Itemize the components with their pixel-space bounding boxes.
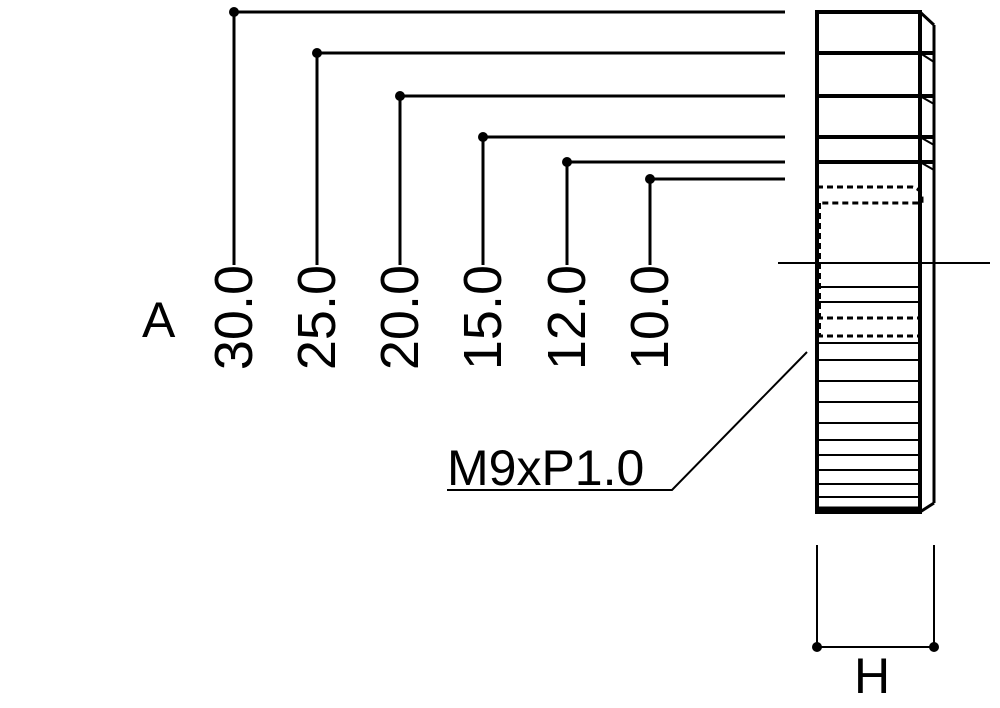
- dimension-label-20: 20.0: [370, 265, 430, 370]
- height-dimension: [816, 545, 935, 648]
- height-label: H: [854, 648, 890, 703]
- axis-label-a: A: [142, 292, 176, 348]
- leader-15: [481, 135, 785, 265]
- thread-label: M9xP1.0: [447, 440, 644, 496]
- dimension-label-10: 10.0: [620, 265, 680, 370]
- dimension-label-12: 12.0: [537, 265, 597, 370]
- dimension-label-25: 25.0: [287, 265, 347, 370]
- height-dot-right: [929, 642, 939, 652]
- leader-12: [565, 160, 785, 265]
- thread-callout: [447, 351, 808, 491]
- dimension-label-30: 30.0: [204, 265, 264, 370]
- leader-25: [315, 51, 785, 265]
- leader-10: [648, 177, 785, 265]
- leader-dots: [229, 7, 655, 184]
- height-dot-left: [812, 642, 822, 652]
- dimension-label-15: 15.0: [453, 265, 513, 370]
